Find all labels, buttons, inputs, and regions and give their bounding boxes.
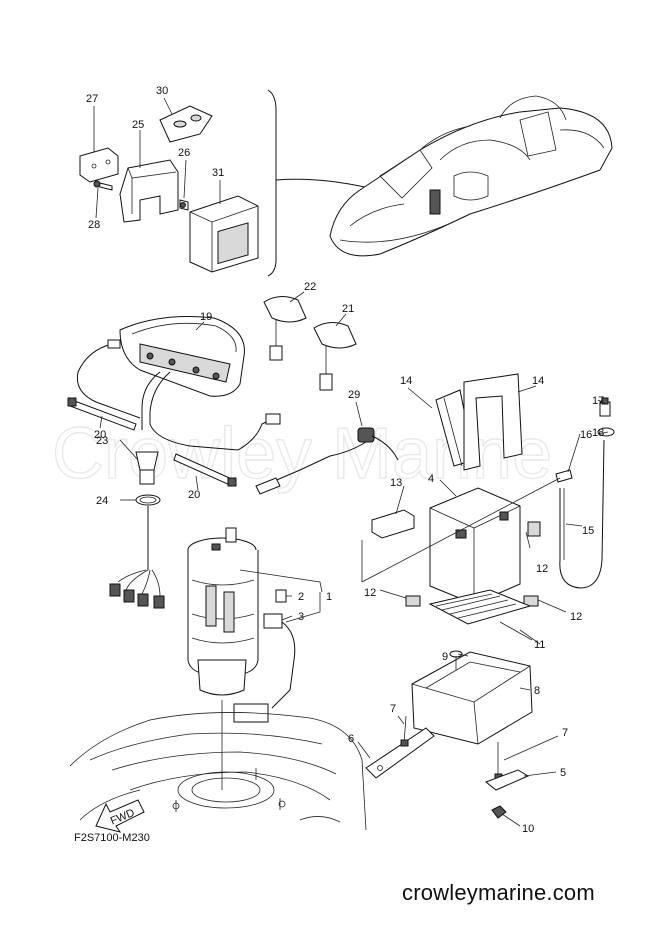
callout-4: 4 — [428, 473, 434, 485]
callout-17: 17 — [592, 395, 604, 407]
battery-box-8 — [411, 651, 533, 745]
callout-12c: 12 — [570, 611, 582, 623]
drawing-code: F2S7100-M230 — [74, 832, 150, 844]
switch-21 — [313, 322, 357, 391]
meter-19 — [119, 316, 245, 397]
watercraft-outline — [329, 95, 613, 257]
callout-13: 13 — [390, 477, 402, 489]
connector-harness — [109, 506, 165, 609]
callout-20b: 20 — [188, 489, 200, 501]
callout-22: 22 — [304, 281, 316, 293]
callout-8: 8 — [534, 685, 540, 697]
receiver-31 — [189, 195, 259, 273]
sender-2 — [275, 589, 287, 603]
callout-numbers: 27 30 25 26 31 28 22 21 19 20 20 23 24 2… — [86, 85, 604, 835]
callout-3: 3 — [298, 611, 304, 623]
fwd-arrow: FWD — [95, 799, 145, 833]
callout-27: 27 — [86, 93, 98, 105]
battery-band-14b — [463, 373, 523, 471]
callout-7a: 7 — [390, 703, 396, 715]
clip-16 — [555, 469, 573, 483]
pad-12-a — [405, 595, 421, 607]
stud-7a — [400, 715, 409, 747]
pad-12-c — [527, 521, 541, 537]
callout-12b: 12 — [364, 587, 376, 599]
callout-5: 5 — [560, 767, 566, 779]
callout-19: 19 — [200, 311, 212, 323]
mat-11 — [428, 589, 532, 625]
bracket-27 — [79, 147, 119, 183]
callout-2: 2 — [298, 591, 304, 603]
callout-31: 31 — [212, 167, 224, 179]
vent-hose-15 — [559, 439, 605, 589]
meter-harness — [76, 339, 281, 451]
fitting-17 — [599, 397, 611, 417]
callout-12a: 12 — [536, 563, 548, 575]
callout-14a: 14 — [400, 375, 412, 387]
callout-15: 15 — [582, 525, 594, 537]
callout-26: 26 — [178, 147, 190, 159]
stud-7b — [494, 742, 503, 781]
bolt-26 — [179, 199, 189, 211]
bracket-5 — [485, 769, 530, 791]
hull-outline — [69, 712, 367, 831]
grommet-23 — [135, 451, 159, 485]
callout-11: 11 — [534, 639, 545, 651]
callout-9: 9 — [442, 651, 448, 663]
sensor-29 — [255, 427, 399, 495]
bolt-28 — [93, 180, 113, 191]
switch-22 — [263, 296, 307, 361]
cable-tie-20b — [173, 453, 237, 487]
battery-4 — [429, 487, 521, 605]
callout-14b: 14 — [532, 375, 544, 387]
bracket-6 — [365, 727, 435, 779]
callout-20a: 20 — [94, 429, 106, 441]
fuel-pump-1 — [187, 527, 259, 696]
callout-6: 6 — [348, 733, 354, 745]
callout-24: 24 — [96, 495, 108, 507]
site-footer: crowleymarine.com — [402, 880, 595, 905]
callout-23: 23 — [96, 435, 108, 447]
callout-18: 18 — [592, 427, 604, 439]
callout-16: 16 — [580, 429, 592, 441]
fwd-label: FWD — [109, 807, 137, 828]
leader-lines — [93, 97, 609, 827]
callout-21: 21 — [342, 303, 354, 315]
callout-28: 28 — [88, 219, 100, 231]
remote-30 — [159, 105, 213, 143]
callout-7b: 7 — [562, 727, 568, 739]
callout-10: 10 — [522, 823, 534, 835]
callout-25: 25 — [132, 119, 144, 131]
callout-1: 1 — [326, 591, 332, 603]
callout-29: 29 — [348, 389, 360, 401]
bolt-9 — [449, 650, 463, 670]
cable-tie-20a — [67, 397, 137, 431]
clamp-24 — [135, 494, 161, 506]
callout-30: 30 — [156, 85, 168, 97]
bracket-25 — [119, 159, 179, 223]
nut-10 — [491, 805, 507, 819]
plate-13 — [371, 509, 415, 539]
